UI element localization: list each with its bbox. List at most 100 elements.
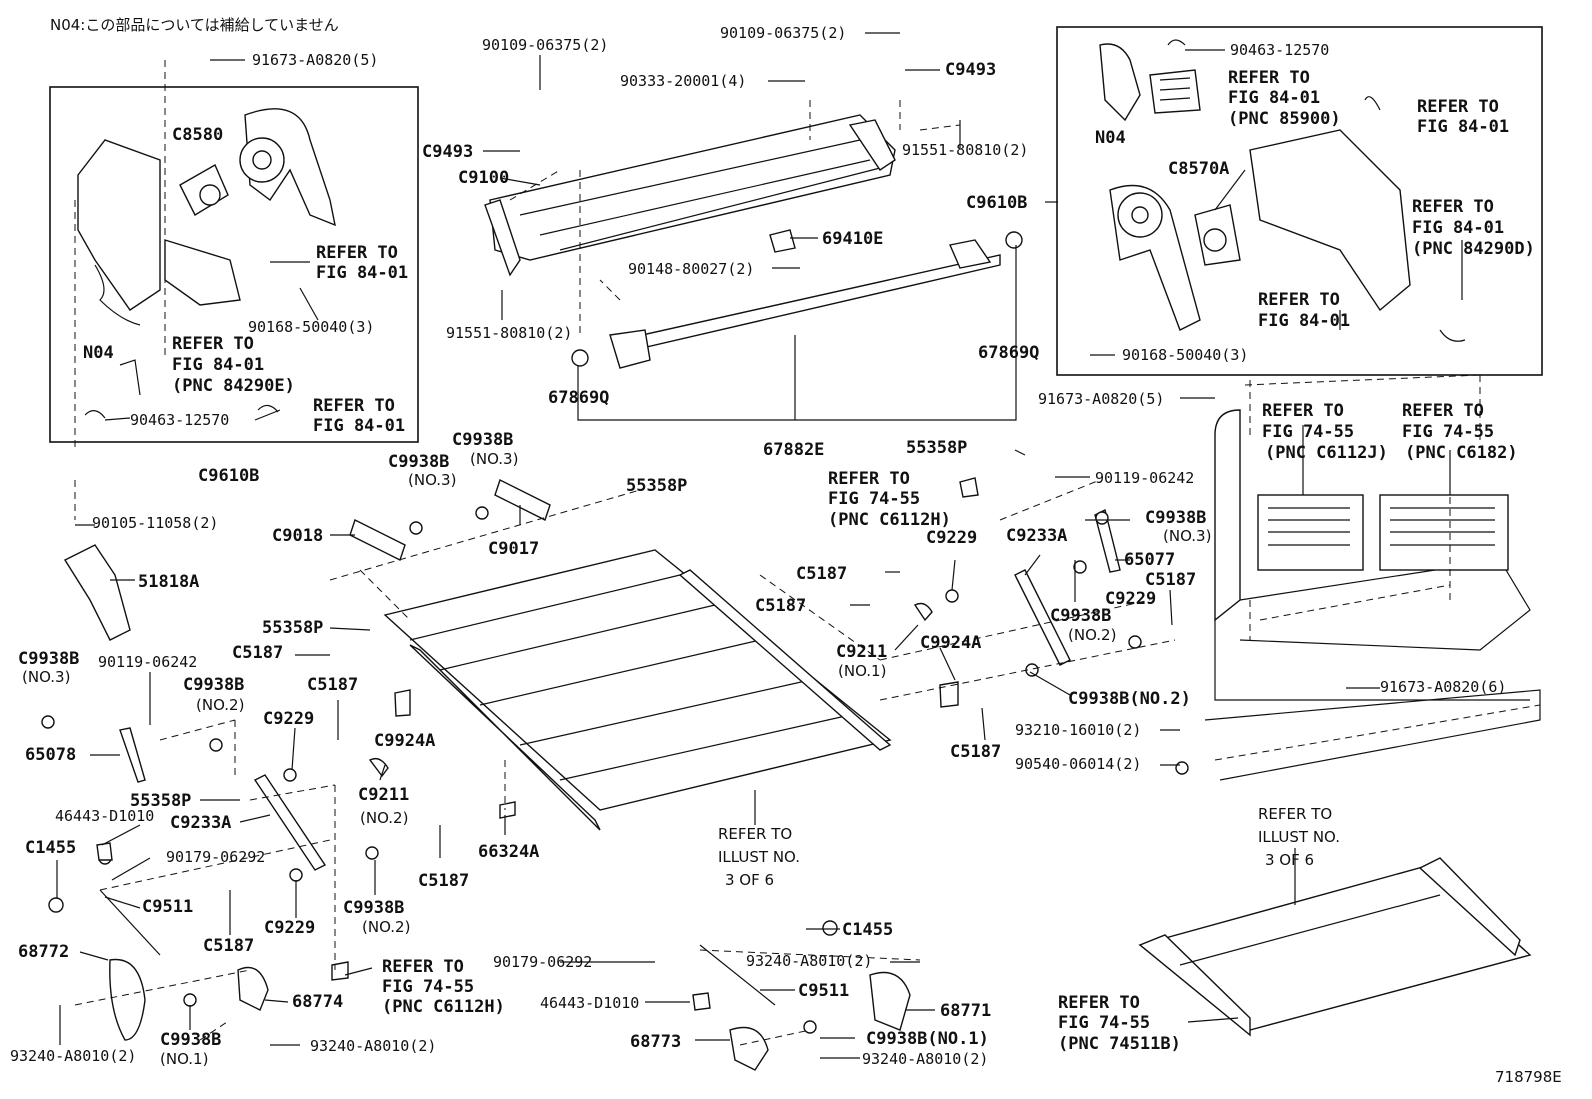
label-illust-no-center: ILLUST NO. — [718, 848, 800, 866]
label-3of6-center: 3 OF 6 — [725, 871, 774, 889]
label-refer-l: REFER TO — [1058, 993, 1140, 1013]
label-69410e: 69410E — [822, 229, 883, 249]
label-refer-f: REFER TO — [172, 334, 254, 354]
label-no3-d: (NO.3) — [22, 668, 70, 686]
label-51818a: 51818A — [138, 572, 199, 592]
label-68773: 68773 — [630, 1032, 681, 1052]
label-n04-left: N04 — [83, 343, 114, 363]
label-90105-11058: 90105-11058(2) — [92, 514, 218, 532]
label-91551-80810-bottom: 91551-80810(2) — [446, 324, 572, 342]
solid-leaders — [56, 32, 1463, 1059]
label-no3-b: (NO.3) — [408, 471, 456, 489]
label-c1455-right: C1455 — [842, 920, 893, 940]
label-c5187-b: C5187 — [1145, 570, 1196, 590]
label-93240-a8010-b: 93240-A8010(2) — [310, 1037, 436, 1055]
label-refer-a: REFER TO — [1228, 68, 1310, 88]
label-no2-d: (NO.2) — [362, 918, 410, 936]
label-68771: 68771 — [940, 1001, 991, 1021]
label-c8580: C8580 — [172, 125, 223, 145]
label-pnc-84290e: (PNC 84290E) — [172, 376, 295, 396]
note-text: N04:この部品については補給していません — [50, 16, 339, 34]
label-91673-a0820-5: 91673-A0820(5) — [252, 51, 378, 69]
seat-board — [383, 549, 892, 831]
label-c9938b-no2-a: C9938B — [1050, 606, 1111, 626]
label-93240-a8010-c: 93240-A8010(2) — [746, 952, 872, 970]
label-c5187-g: C5187 — [418, 871, 469, 891]
label-fig-i: FIG 74-55 — [1402, 422, 1494, 442]
label-55358p-top: 55358P — [906, 438, 967, 458]
label-c9938b-no2-d: C9938B — [343, 898, 404, 918]
label-93210-16010: 93210-16010(2) — [1015, 721, 1141, 739]
label-fig-g: FIG 84-01 — [313, 416, 405, 436]
right-assembly-box — [1056, 26, 1543, 376]
seat-frame-assembly — [484, 114, 1023, 369]
label-c9493-left: C9493 — [422, 142, 473, 162]
label-90463-12570-left: 90463-12570 — [130, 411, 229, 429]
label-c9511-right: C9511 — [798, 981, 849, 1001]
label-c1455-left: C1455 — [25, 838, 76, 858]
label-90119-06242-left: 90119-06242 — [98, 653, 197, 671]
label-c9924a-left: C9924A — [374, 731, 435, 751]
label-c9938b-no2-c: C9938B(NO.2) — [1068, 689, 1191, 709]
left-motor-assembly — [77, 108, 336, 419]
right-motor-assembly — [1099, 39, 1466, 342]
label-46443-d1010-right: 46443-D1010 — [540, 994, 639, 1012]
callout-labels: 91673-A0820(5) 90109-06375(2) 90109-0637… — [10, 24, 1562, 1086]
label-illust-no-right: ILLUST NO. — [1258, 828, 1340, 846]
label-fig-f: FIG 84-01 — [172, 355, 264, 375]
label-66324a: 66324A — [478, 842, 539, 862]
label-c9938b-no3-d: C9938B — [18, 649, 79, 669]
label-refer-illust-center: REFER TO — [718, 825, 792, 843]
label-90333-20001: 90333-20001(4) — [620, 72, 746, 90]
label-no2-b: (NO.2) — [196, 696, 244, 714]
left-assembly-box — [49, 86, 419, 443]
label-c5187-f: C5187 — [950, 742, 1001, 762]
label-refer-j: REFER TO — [828, 469, 910, 489]
label-c9211-no1: C9211 — [836, 642, 887, 662]
label-fig-l: FIG 74-55 — [1058, 1013, 1150, 1033]
label-pnc-74511b: (PNC 74511B) — [1058, 1034, 1181, 1054]
label-90179-06292-right: 90179-06292 — [493, 953, 592, 971]
label-pnc-84290d: (PNC 84290D) — [1412, 239, 1535, 259]
label-c9938b-no1-b: C9938B(NO.1) — [866, 1029, 989, 1049]
label-c5187-h: C5187 — [203, 936, 254, 956]
label-fig-d: FIG 84-01 — [316, 263, 408, 283]
label-c9938b-no3-c: C9938B — [1145, 508, 1206, 528]
label-91673-a0820-6: 91673-A0820(6) — [1380, 678, 1506, 696]
label-pnc-c6182: (PNC C6182) — [1405, 443, 1518, 463]
label-c9229-bottom: C9229 — [264, 918, 315, 938]
label-refer-illust-right: REFER TO — [1258, 805, 1332, 823]
label-refer-c: REFER TO — [1412, 197, 1494, 217]
label-68774: 68774 — [292, 992, 343, 1012]
label-c9938b-no3-b: C9938B — [388, 452, 449, 472]
label-c8570a: C8570A — [1168, 159, 1229, 179]
label-c5187-a: C5187 — [796, 564, 847, 584]
label-67869q-right: 67869Q — [978, 343, 1039, 363]
small-parts — [41, 477, 1189, 1071]
label-pnc-85900: (PNC 85900) — [1228, 109, 1341, 129]
label-refer-k: REFER TO — [382, 957, 464, 977]
label-refer-e: REFER TO — [1258, 290, 1340, 310]
label-c9610b-left: C9610B — [198, 466, 259, 486]
label-c9493-right: C9493 — [945, 60, 996, 80]
label-c9233a-right: C9233A — [1006, 526, 1067, 546]
label-90109-06375-b: 90109-06375(2) — [720, 24, 846, 42]
label-fig-j: FIG 74-55 — [828, 489, 920, 509]
label-c9511-left: C9511 — [142, 897, 193, 917]
label-c9229-right: C9229 — [1105, 589, 1156, 609]
label-pnc-c6112j: (PNC C6112J) — [1265, 443, 1388, 463]
label-fig-k: FIG 74-55 — [382, 977, 474, 997]
label-c9938b-no3-a: C9938B — [452, 430, 513, 450]
label-c9938b-no1-a: C9938B — [160, 1030, 221, 1050]
seat-base-structure — [1138, 409, 1541, 1037]
label-c9229-top: C9229 — [926, 528, 977, 548]
label-c5187-d: C5187 — [232, 643, 283, 663]
label-90179-06292-left: 90179-06292 — [166, 848, 265, 866]
label-90148-80027: 90148-80027(2) — [628, 260, 754, 278]
label-c9924a-right: C9924A — [920, 633, 981, 653]
label-65077: 65077 — [1124, 550, 1175, 570]
label-c9233a-left: C9233A — [170, 813, 231, 833]
label-fig-b: FIG 84-01 — [1417, 117, 1509, 137]
